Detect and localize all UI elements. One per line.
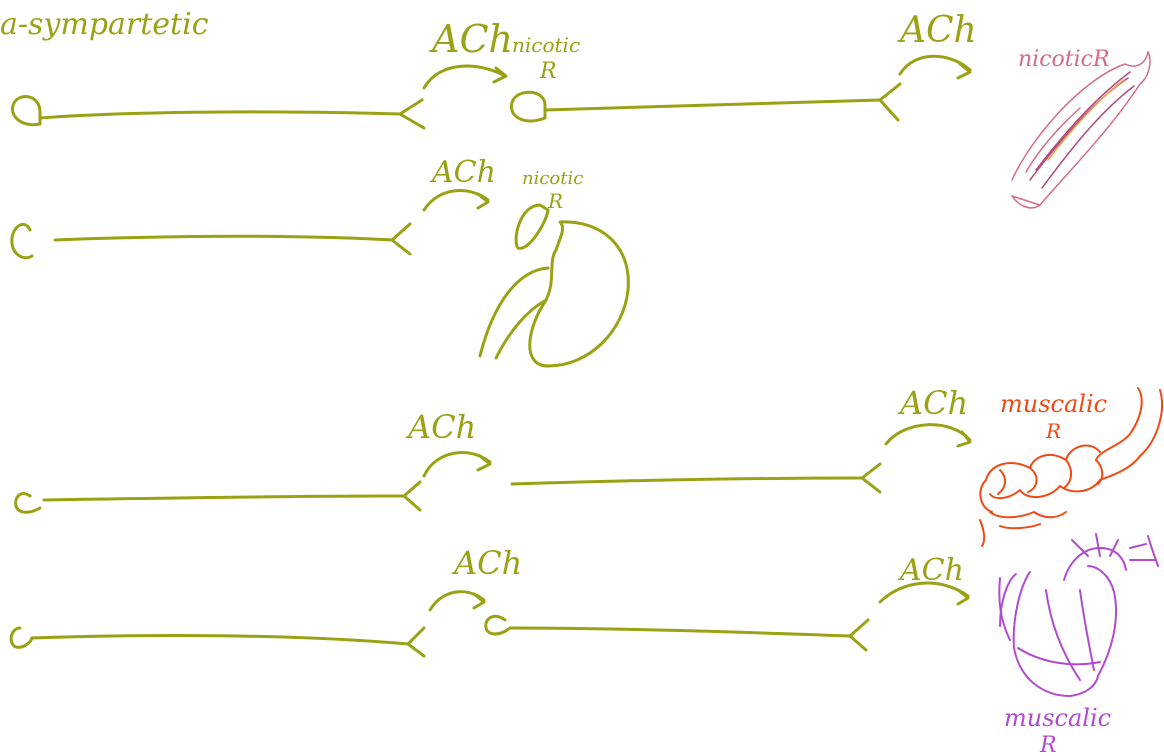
row-4-post-neuron-body: [484, 614, 512, 636]
row-2-nicotic-label: nicotic: [522, 168, 583, 189]
row-1-r-label: R: [539, 59, 557, 84]
row-3-ach-arrow-2: [884, 423, 972, 446]
row-4-pre-neuron-body: [9, 626, 34, 649]
skeletal-muscle-icon: [1011, 51, 1151, 209]
adrenal-gland-icon: [478, 203, 630, 368]
row-1-nicotic-label: nicotic: [512, 33, 580, 57]
row-4-post-terminal: [848, 618, 870, 652]
heart-r-label: R: [1039, 733, 1057, 756]
row-1-post-terminal: [878, 82, 902, 122]
row-2-ach-label: ACh: [429, 155, 496, 190]
row-2-r-label: R: [547, 189, 563, 213]
row-2-pre-axon: [53, 234, 394, 242]
row-3-pre-axon: [42, 494, 406, 502]
gut-r-label: R: [1045, 419, 1061, 443]
row-1-post-neuron-body: [509, 90, 547, 123]
row-1-ach-label-2: ACh: [897, 10, 977, 51]
heart-muscalic-label: muscalic: [1004, 704, 1111, 732]
row-1-pre-terminal: [398, 98, 426, 130]
row-4-pre-terminal: [406, 626, 426, 658]
row-2-ach-arrowhead: [476, 192, 490, 210]
row-3-ach-label-2: ACh: [897, 384, 968, 422]
row-4-ach-label-2: ACh: [897, 553, 964, 588]
row-1-pathway: [11, 54, 972, 130]
heart-icon: [998, 533, 1159, 697]
row-3-pre-terminal: [402, 480, 422, 512]
row-2-pathway: [10, 189, 490, 260]
row-1-pre-axon: [38, 110, 402, 120]
row-3-post-axon: [510, 476, 864, 486]
row-3-pathway: [14, 423, 972, 514]
row-4-ach-arrowhead: [472, 592, 486, 610]
gut-muscalic-label: muscalic: [1000, 390, 1107, 418]
row-4-pre-axon: [30, 634, 410, 646]
row-1-post-axon: [543, 98, 882, 112]
intestine-icon: [979, 387, 1163, 547]
row-1-ach-arrowhead-2: [956, 62, 972, 80]
row-4-ach-label: ACh: [451, 544, 522, 582]
row-1-ach-label: ACh: [429, 17, 513, 61]
skeletal-nicotic-r-label: nicoticR: [1018, 47, 1110, 72]
row-1-ach-arrow: [422, 64, 507, 90]
row-3-post-terminal: [860, 462, 882, 494]
row-1-ach-arrowhead: [492, 66, 508, 84]
row-4-post-axon: [508, 626, 852, 638]
row-1-pre-neuron-body: [11, 95, 42, 127]
row-4-ach-arrowhead-2: [956, 588, 970, 606]
row-3-ach-arrowhead-2: [956, 430, 972, 448]
row-2-pre-terminal: [390, 222, 412, 256]
row-3-pre-neuron-body: [14, 492, 42, 514]
row-4-pathway: [9, 581, 970, 658]
row-3-ach-arrowhead: [476, 454, 492, 472]
row-2-pre-neuron-body: [10, 222, 34, 260]
diagram-title: a-sympartetic: [0, 7, 209, 42]
row-3-ach-label: ACh: [405, 408, 476, 446]
